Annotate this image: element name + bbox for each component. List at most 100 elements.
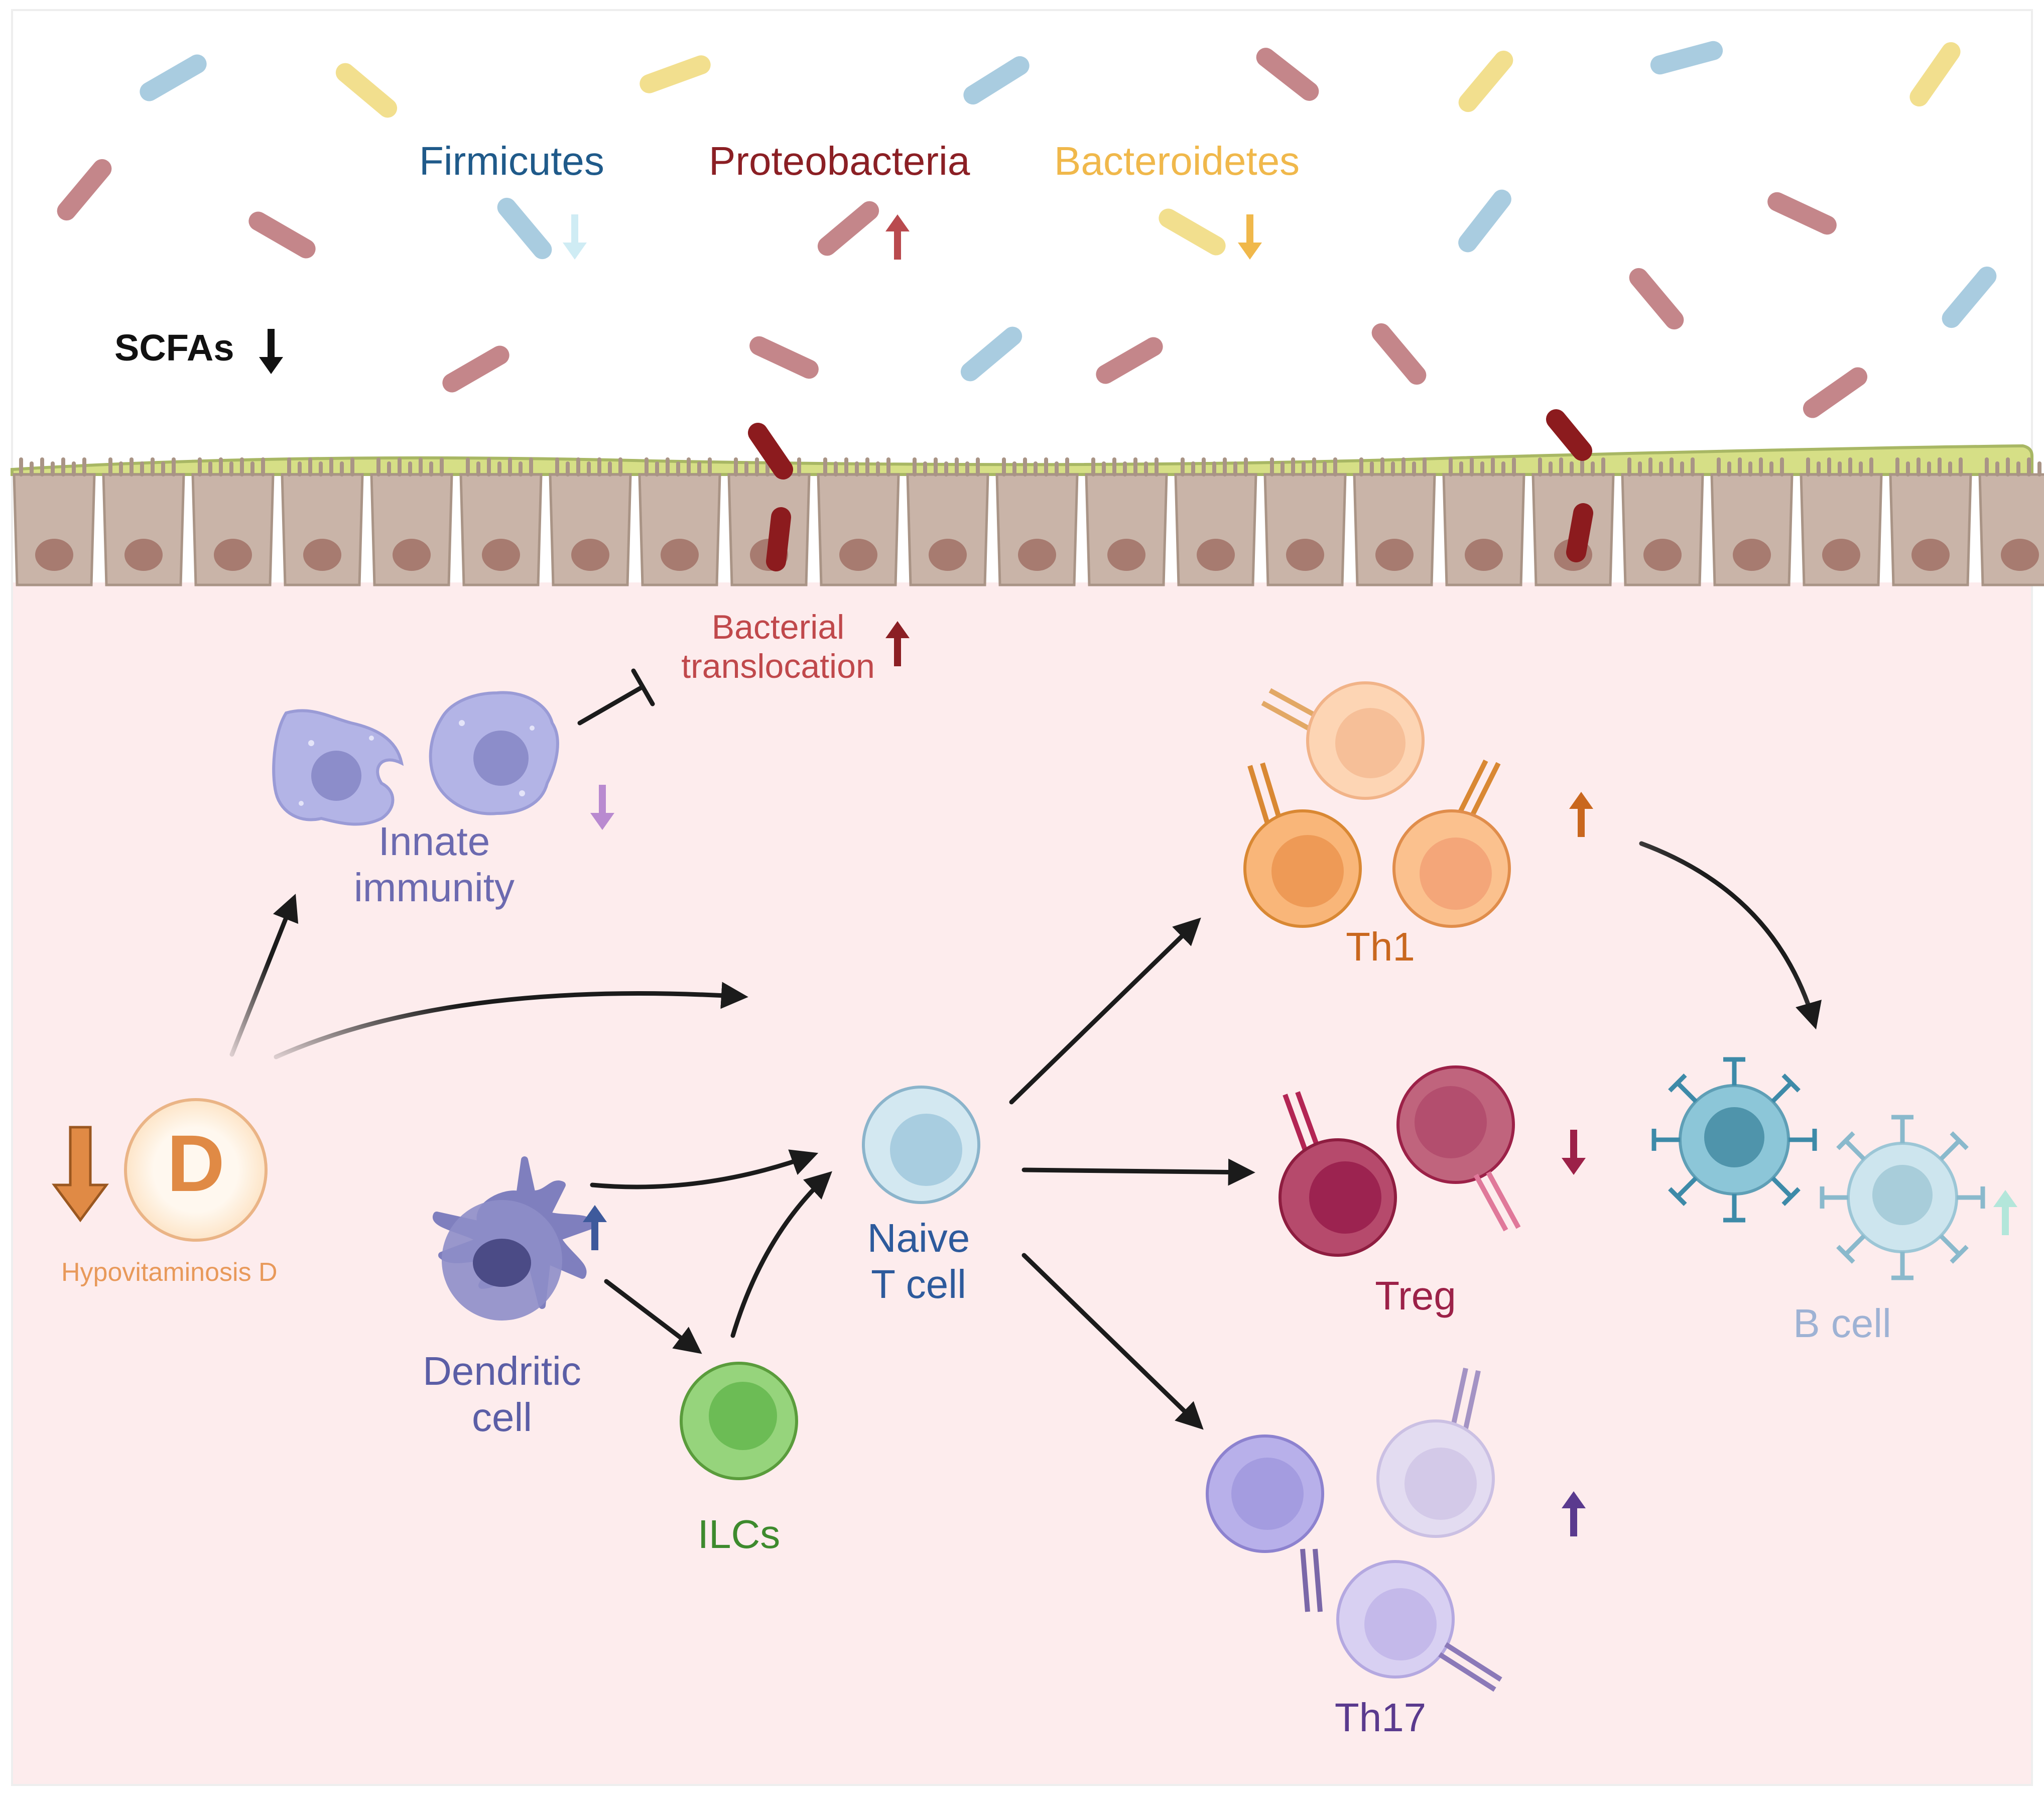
epithelial-cell-icon <box>1710 473 1794 586</box>
epithelial-cell-icon <box>1174 473 1257 586</box>
bacteria-rod-icon <box>57 159 112 221</box>
macrophage-icon <box>272 709 404 826</box>
bacteria-rod-icon <box>1159 208 1226 256</box>
macrophage-icon <box>429 691 559 815</box>
bacteria-rod-icon <box>1650 41 1723 75</box>
arrow-dc-to-ilc <box>604 1279 702 1354</box>
bacteria-rod-icon <box>960 326 1023 382</box>
mucus-layer <box>11 444 2033 476</box>
trend-arrow-icon <box>1562 1158 1586 1175</box>
arrow-naive-to-th1 <box>1009 917 1201 1105</box>
naive-line2: T cell <box>871 1262 966 1306</box>
translocation-line2: translocation <box>681 647 875 686</box>
epithelial-cell-icon <box>1085 473 1168 586</box>
epithelial-layer <box>13 457 2044 586</box>
epithelial-cell-icon <box>191 473 275 586</box>
epithelial-cell-icon <box>459 473 543 586</box>
epithelial-cell-icon <box>1353 473 1436 586</box>
innate-line1: Innate <box>378 819 490 864</box>
trend-arrow-icon <box>885 214 910 231</box>
th1-label: Th1 <box>1346 924 1415 969</box>
proteobacteria-label: Proteobacteria <box>709 139 970 183</box>
epithelial-cell-icon <box>1889 473 1972 586</box>
scfas-label: SCFAs <box>114 327 234 369</box>
trend-arrow-icon <box>52 1126 109 1223</box>
innate-immunity-label: Innate immunity <box>321 818 547 911</box>
epithelial-cell-icon <box>13 473 96 586</box>
epithelial-cell-icon <box>370 473 453 586</box>
bacteria-rod-icon <box>1942 266 1997 328</box>
bacteria-rod-icon <box>1458 50 1513 112</box>
bacteria-rod-icon <box>749 336 819 379</box>
ilcs-label: ILCs <box>697 1512 781 1557</box>
arrow-naive-to-treg <box>1021 1158 1255 1186</box>
bacterial-translocation-label: Bacterial translocation <box>663 608 893 686</box>
th17-label: Th17 <box>1334 1695 1427 1740</box>
bacteria-rod-icon <box>1629 268 1684 330</box>
bacteroidetes-label: Bacteroidetes <box>1054 139 1300 183</box>
trend-arrow-icon <box>1238 243 1262 260</box>
bacteria-rod-icon <box>1909 42 1961 107</box>
bacteria-rod-icon <box>335 63 398 118</box>
vitamin-d-icon <box>124 1098 268 1242</box>
bacteria-rod-icon <box>963 56 1030 105</box>
bacteria-rod-icon <box>1767 192 1837 235</box>
trend-arrow-icon <box>563 243 587 260</box>
bacteria-rod-icon <box>497 197 552 260</box>
dendritic-cell-label: Dendritic cell <box>392 1348 612 1441</box>
epithelial-cell-icon <box>1800 473 1883 586</box>
trend-arrow-icon <box>1993 1190 2017 1207</box>
firmicutes-label: Firmicutes <box>419 139 604 183</box>
trend-arrow-icon <box>590 813 614 830</box>
epithelial-cell-icon <box>638 473 721 586</box>
dendritic-line2: cell <box>471 1395 533 1440</box>
trend-arrows <box>259 214 2017 1536</box>
arrow-naive-to-th17 <box>1021 1253 1204 1430</box>
treg-cells <box>1279 1065 1521 1257</box>
epithelial-cell-icon <box>549 473 632 586</box>
epithelial-cell-icon <box>1442 473 1525 586</box>
bacteria-rod-icon <box>1096 337 1163 384</box>
bacteria-rod-icon <box>442 345 509 393</box>
arrow-d-to-innate <box>229 893 299 1057</box>
naive-t-cell-label: Naive T cell <box>813 1215 1024 1307</box>
epithelial-cell-icon <box>1621 473 1704 586</box>
translocation-line1: Bacterial <box>711 608 845 646</box>
epithelial-cell-icon <box>1263 473 1347 586</box>
trend-arrow-icon <box>885 621 910 638</box>
epithelial-cell-icon <box>102 473 185 586</box>
th17-cells <box>1206 1367 1502 1692</box>
trend-arrow-icon <box>583 1205 607 1222</box>
bacteria-field <box>57 41 1997 418</box>
b-cell-label: B cell <box>1793 1301 1891 1346</box>
epithelial-cell-icon <box>906 473 989 586</box>
bacteria-rod-icon <box>1458 189 1511 253</box>
vitamin-d-letter: D <box>167 1118 225 1208</box>
epithelial-cell-icon <box>817 473 900 586</box>
arrow-d-to-naive <box>274 982 748 1059</box>
bacteria-rod-icon <box>140 54 207 101</box>
innate-line2: immunity <box>353 865 515 910</box>
bacteria-rod-icon <box>640 55 711 93</box>
bacteria-rod-icon <box>1371 323 1427 385</box>
inhibit-innate-translocation <box>577 684 645 726</box>
arrow-th1-to-bcell <box>1639 841 1822 1030</box>
treg-label: Treg <box>1375 1273 1456 1318</box>
epithelial-cell-icon <box>281 473 364 586</box>
arrow-ilc-to-naive <box>730 1171 832 1338</box>
naive-line1: Naive <box>867 1216 970 1260</box>
b-cell-icon <box>1651 1057 1985 1280</box>
trend-arrow-icon <box>1562 1491 1586 1508</box>
arrow-dc-to-naive <box>590 1149 819 1189</box>
trend-arrow-icon <box>1569 792 1593 809</box>
bacteria-rod-icon <box>817 201 879 256</box>
epithelial-cell-icon <box>995 473 1079 586</box>
bacteria-rod-icon <box>248 211 316 259</box>
translocating-bacteria <box>748 409 1593 571</box>
pathway-arrows <box>229 668 1822 1430</box>
tcr-receptor-icon <box>1261 688 1322 733</box>
trend-arrow-icon <box>259 357 283 374</box>
bacteria-rod-icon <box>1803 367 1868 418</box>
